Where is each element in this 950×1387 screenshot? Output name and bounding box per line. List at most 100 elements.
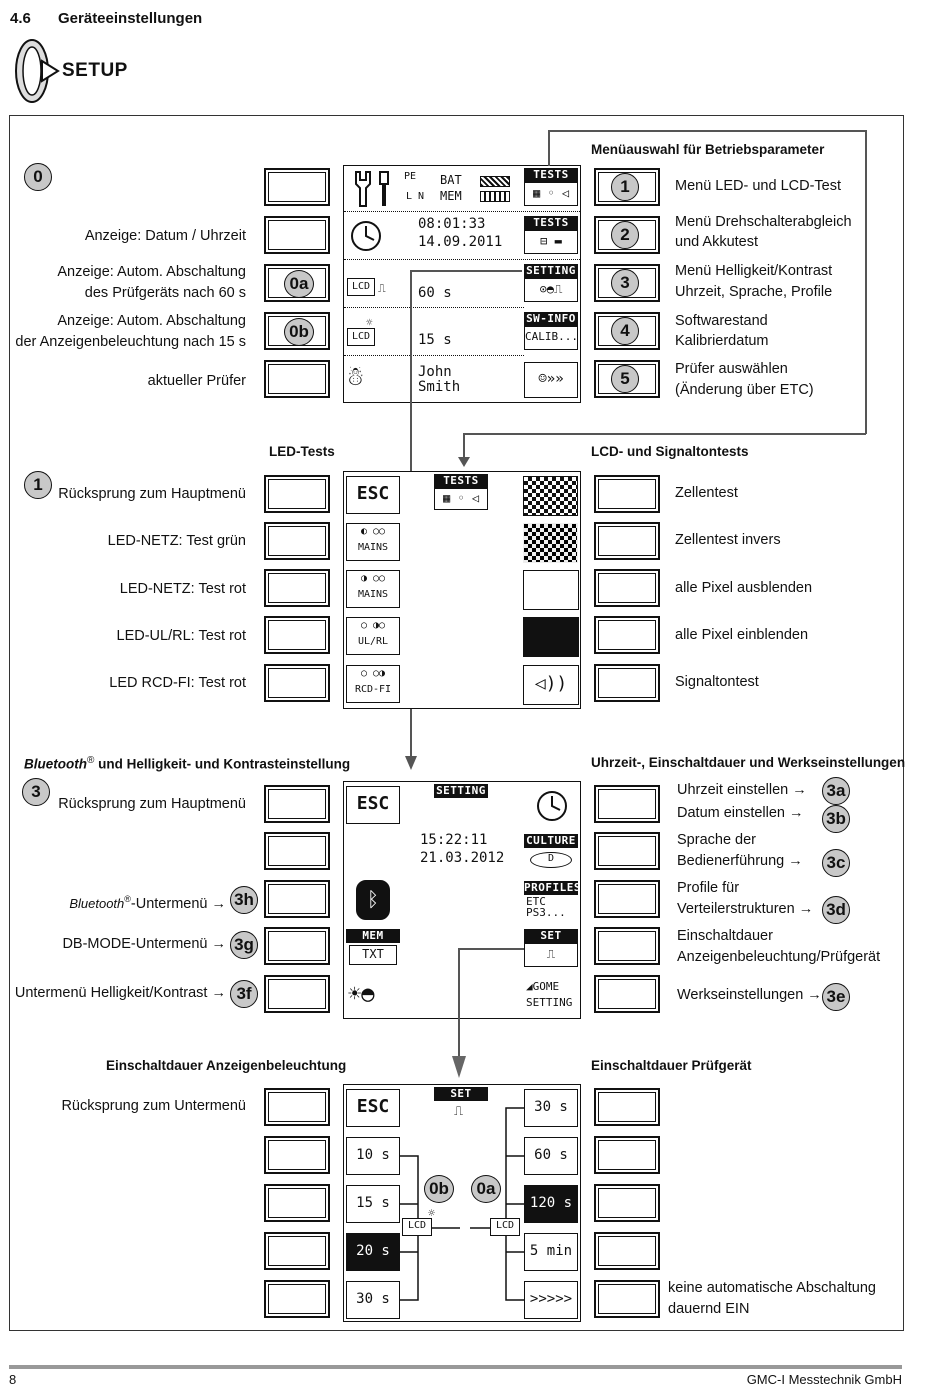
mem-label: MEM [440,189,462,203]
badge-0: 0 [24,163,52,191]
arrow-down-3 [452,1056,466,1078]
duration-key-left-3[interactable] [264,1184,330,1222]
setting-date: 21.03.2012 [420,850,505,866]
esc-button[interactable]: ESC [346,476,400,514]
opt-right-60s[interactable]: 60 s [524,1137,578,1175]
battery-icon [480,176,510,187]
set-time-label: Uhrzeit einstellen → [677,782,807,798]
menu-1-label: Menü LED- und LCD-Test [675,178,842,194]
ulrl-icon[interactable]: ○ ◑○UL/RL [346,617,400,655]
led-symbol: ○ ○◑ [360,668,386,679]
heading-led-tests: LED-Tests [269,444,335,459]
led-key-5[interactable] [264,664,330,702]
heading-time-settings: Uhrzeit-, Einschaltdauer und Werkseinste… [591,755,906,770]
menu-5-label-2: (Änderung über ETC) [675,382,814,398]
setting-back-label: Rücksprung zum Hauptmenü [58,796,246,812]
timer-set-icon[interactable]: ⎍ [524,943,578,967]
opt-left-15s[interactable]: 15 s [346,1185,400,1223]
cell-test-inverse-pattern[interactable] [523,523,578,563]
tester-select-icon: ☺»» [524,362,578,398]
opt-left-10s[interactable]: 10 s [346,1137,400,1175]
duration-key-left-2[interactable] [264,1136,330,1174]
led-key-3[interactable] [264,569,330,607]
lcd-key-3[interactable] [594,569,660,607]
setting-key-right-4[interactable] [594,927,660,965]
bat-label: BAT [440,173,462,187]
duration-esc-button[interactable]: ESC [346,1089,400,1127]
soft-key-left-2[interactable] [264,216,330,254]
txt-box[interactable]: TXT [349,945,397,965]
tag-tests-2: TESTS [524,216,578,230]
heading-lcd-tests: LCD- und Signaltontests [591,444,749,459]
soft-key-left-1[interactable] [264,168,330,206]
setting-key-left-4[interactable] [264,927,330,965]
lcd-key-4[interactable] [594,616,660,654]
led-red-label: LED-NETZ: Test rot [119,581,246,597]
setting-key-left-3[interactable] [264,880,330,918]
setting2-label: SETTING [526,996,573,1009]
factory-label: Werkseinstellungen → [677,987,822,1003]
duration-key-right-2[interactable] [594,1136,660,1174]
cell-test-pattern[interactable] [523,476,578,516]
profiles-label-1: Profile für [677,880,740,896]
opt-right-5min[interactable]: 5 min [524,1233,578,1271]
opt-right-permanent[interactable]: >>>>> [524,1281,578,1319]
mains-green-icon[interactable]: ◐ ○○MAINS [346,523,400,561]
speaker-icon[interactable]: ◁)) [523,665,579,705]
opt-right-30s[interactable]: 30 s [524,1089,578,1127]
opt-right-120s-selected[interactable]: 120 s [524,1185,578,1223]
main-date: 14.09.2011 [418,234,503,250]
setting-key-right-1[interactable] [594,785,660,823]
badge-section-3: 3 [22,778,50,806]
duration-key-left-4[interactable] [264,1232,330,1270]
led-key-4[interactable] [264,616,330,654]
opt-left-30s[interactable]: 30 s [346,1281,400,1319]
setting-key-right-5[interactable] [594,975,660,1013]
heading-menu-selection: Menüauswahl für Betriebsparameter [591,142,825,157]
heading-rest: und Helligkeit- und Kontrasteinstellung [94,756,351,772]
setting-key-right-3[interactable] [594,880,660,918]
tag-tests-led: TESTS [434,474,488,488]
lcd-pixels-on: alle Pixel einblenden [675,627,809,643]
tag-profiles: PROFILES [524,881,581,895]
lcd-key-1[interactable] [594,475,660,513]
menu-2-label-1: Menü Drehschalterabgleich [675,214,852,230]
pixels-off-box[interactable] [523,570,579,610]
setting-key-left-1[interactable] [264,785,330,823]
led-key-1[interactable] [264,475,330,513]
led-symbol: ◐ ○○ [360,526,386,537]
opt-left-20s-selected[interactable]: 20 s [346,1233,400,1271]
page-number: 8 [9,1372,17,1387]
setting-clock-icon[interactable] [530,788,574,824]
setting-esc-button[interactable]: ESC [346,786,400,824]
lcd-icon: LCD [347,278,375,296]
lcd-key-2[interactable] [594,522,660,560]
led-key-2[interactable] [264,522,330,560]
setting-key-left-5[interactable] [264,975,330,1013]
setting-key-left-2[interactable] [264,832,330,870]
language-icon[interactable]: D [530,852,572,868]
setting-key-right-2[interactable] [594,832,660,870]
duration-key-right-4[interactable] [594,1232,660,1270]
duration-key-right-3[interactable] [594,1184,660,1222]
bluetooth-icon[interactable]: ᛒ [356,880,390,920]
setup-label: SETUP [62,60,128,81]
mains-red-icon[interactable]: ◑ ○○MAINS [346,570,400,608]
brightness-icon[interactable]: ☀◓ [348,982,375,1007]
soft-key-left-5[interactable] [264,360,330,398]
tag-setting: SETTING [524,264,578,278]
label-backlight-1: Anzeige: Autom. Abschaltung [57,313,246,329]
badge-3e: 3e [822,983,850,1011]
menu-3-label-2: Uhrzeit, Sprache, Profile [675,284,833,300]
pixels-on-box[interactable] [523,617,579,657]
duration-key-left-5[interactable] [264,1280,330,1318]
section-number: 4.6 [10,10,31,27]
lcd-key-5[interactable] [594,664,660,702]
pe-label: PE [404,171,417,182]
tag-set-duration: SET [434,1087,488,1101]
duration-key-right-5[interactable] [594,1280,660,1318]
duration-key-right-1[interactable] [594,1088,660,1126]
duration-key-left-1[interactable] [264,1088,330,1126]
duration-label-1: Einschaltdauer [677,928,773,944]
rcd-icon[interactable]: ○ ○◑RCD-FI [346,665,400,703]
